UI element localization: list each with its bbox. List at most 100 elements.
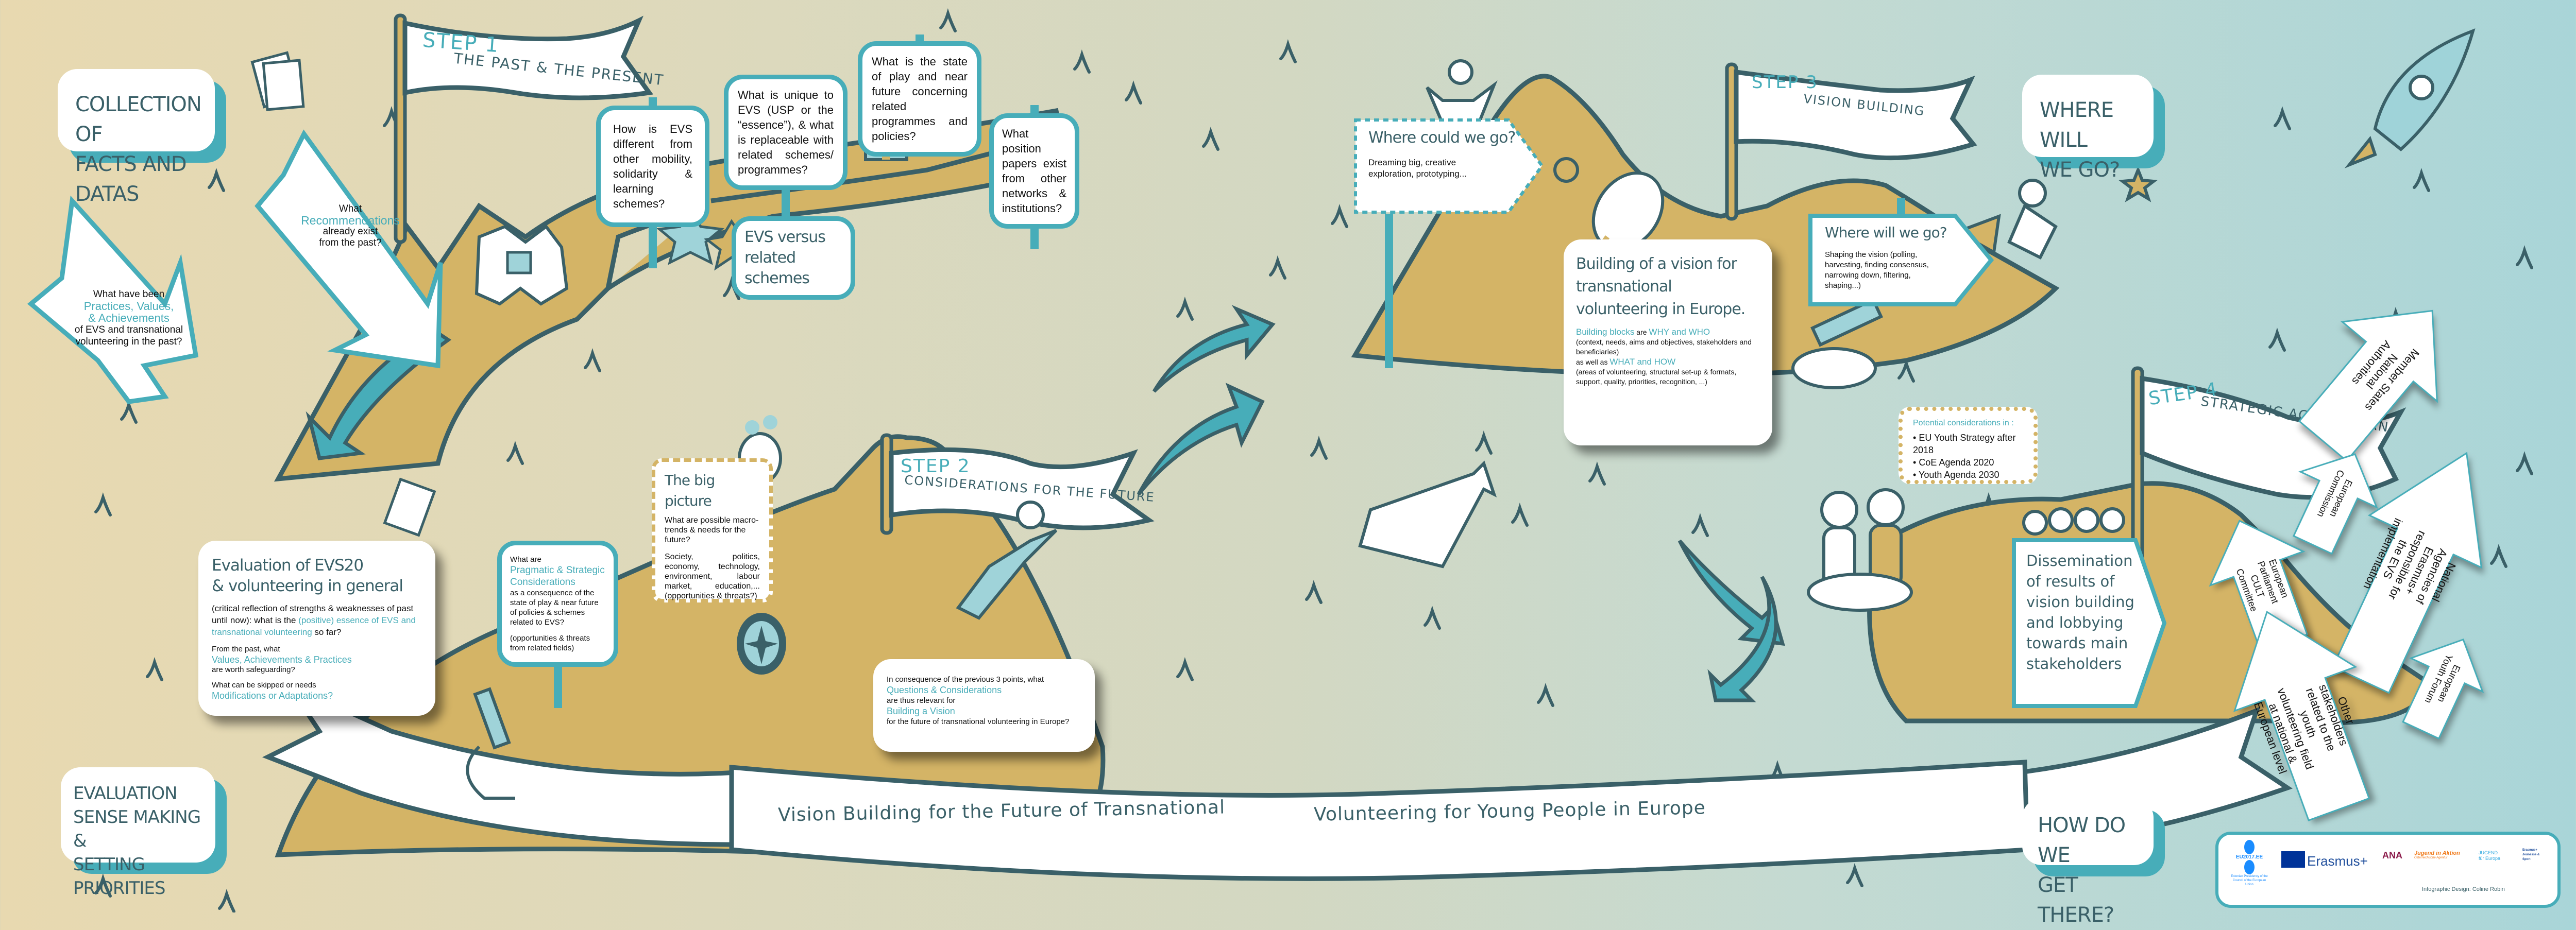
sketch-mark [208,168,225,192]
recommendations-q2: already exist [323,226,378,237]
phase-evaluation-line-3: setting priorities [73,854,165,899]
practices-keyword-1: Practices, Values, [83,300,174,313]
evaluation-p2-a: From the past, what [212,645,280,653]
eu2017-text: EU2017.EE [2235,854,2263,860]
consequence-card: In consequence of the previous 3 points,… [873,659,1095,752]
telescope-icon [1791,298,1884,389]
where-will-we-go-sign: Where will we go? Shaping the vision (po… [1808,198,1994,306]
compass-icon [737,613,786,675]
building-blocks-label: Building blocks [1576,327,1635,337]
practices-q3: volunteering in the past? [75,336,182,347]
sign-text: What is the state of play and near futur… [872,55,968,143]
flag-step-2 [889,447,1155,530]
evaluation-p1-keyword: (positive) essence of EVS and transnatio… [212,615,416,637]
consequence-e: for the future of transnational voluntee… [887,717,1070,726]
sketch-mark [1331,204,1348,228]
sketch-mark [939,8,957,32]
recommendations-q3: from the past? [319,237,382,248]
logo-erasmus-plus: Erasmus+ [2307,853,2368,869]
eu2017-dot-icon [2244,840,2255,854]
flag-step-1 [402,15,653,100]
phase-collection-line-2: facts and datas [75,152,187,206]
sketch-mark [218,889,235,912]
sketch-mark [584,348,601,372]
big-picture-list: Society, politics, economy, technology, … [665,553,760,600]
sketch-mark [1305,580,1323,604]
stakeholder-arrow: European Youth Forum [2383,621,2501,749]
potential-considerations-box: Potential considerations in : • EU Youth… [1899,407,2038,484]
sign-post [649,97,657,106]
evaluation-p2-keyword: Values, Achievements & Practices [212,655,352,665]
stakeholder-arrow: European Commission [2273,434,2396,564]
sketch-mark [2490,544,2507,568]
phase-evaluation-line-2: sense making & [73,807,201,851]
potential-title: Potential considerations in : [1913,419,2014,427]
sketch-mark [2516,245,2533,269]
sign-text: What is unique to EVS (USP or the “essen… [738,89,834,176]
where-will-text: Shaping the vision (polling, harvesting,… [1825,250,1929,290]
sketch-mark [1511,503,1529,527]
logo-eu2017: EU2017.EE Estonian Presidency of the Cou… [2229,840,2270,887]
sign-text: How is EVS different from other mobility… [613,123,692,210]
sketch-mark [1846,863,1863,887]
sign-text: What position papers exist from other ne… [1002,127,1066,215]
evaluation-p1-a: (critical reflection of strengths & weak… [212,604,414,625]
sign-post [1030,105,1039,113]
curved-arrow-up-right-2 [1137,383,1265,496]
sign-evs-different: How is EVS different from other mobility… [596,97,709,268]
rocket-icon [2344,28,2476,169]
jugend-aktion-sub: Österreichische Agentur [2414,856,2448,859]
sign-post [1030,229,1039,249]
where-will-title: Where will we go? [1825,224,1947,241]
phase-how-line-1: How do we [2038,814,2126,867]
sketch-mark [120,400,138,424]
up-arrow-shape [2203,586,2403,835]
evs-versus-line-2: related schemes [744,249,810,287]
two-people-icon [1807,488,1913,612]
flying-hero-icon [956,501,1058,620]
sketch-mark [146,657,163,681]
treasure-map-icon [474,224,569,306]
logo-jugend-in-aktion: Jugend in Aktion Österreichische Agentur [2414,850,2460,859]
sketch-mark [1691,513,1709,537]
sketch-mark [1310,436,1328,460]
sign-shape [1354,118,1544,368]
eu2017-dot-icon [2244,860,2255,874]
logo-jugend-fuer-europa: JUGEND für Europa [2479,850,2501,861]
sketch-mark [2268,328,2286,352]
pragmatic-d: (opportunities & threats from related fi… [510,634,590,652]
building-what-how: WHAT and HOW [1609,357,1676,367]
logo-erasmus-jeunesse: Erasmus+ Jeunesse & Sport [2522,849,2540,861]
sketch-mark [1588,461,1606,486]
sketch-mark [94,492,112,516]
sign-post [916,35,924,41]
big-picture-question: What are possible macro-trends & needs f… [665,516,759,544]
logo-ana: ANA [2382,850,2402,860]
sketch-mark [1423,606,1441,630]
sign-post [553,667,562,708]
sketch-mark [1897,358,1915,383]
big-picture-card: The big picture What are possible macro-… [652,458,773,602]
practices-keyword-2: & Achievements [88,312,170,324]
step-2-label: STEP 2 [901,456,971,477]
stakeholder-arrow: Member States National Authorities [2272,267,2483,484]
curved-arrow-down-right-1 [1677,539,1785,646]
phase-where-will-we-go: Where will we go? [2022,75,2154,182]
dissemination-text: Dissemination of results of vision build… [2026,552,2134,673]
sketch-mark [2274,106,2291,130]
sketch-mark [2413,168,2430,192]
up-arrow-shape [2273,434,2396,564]
recommendations-arrow: What Recommendations already exist from … [255,129,453,369]
people-group-icon [2022,507,2125,536]
potential-item: • CoE Agenda 2020 [1913,457,1994,468]
evaluation-p1-c: so far? [312,627,342,637]
sketch-mark [1176,657,1194,681]
eu2017-caption: Estonian Presidency of the Council of th… [2231,875,2268,886]
sketch-mark [1269,255,1286,280]
evaluation-title-1: Evaluation of EVS20 [212,556,364,575]
potential-item: • EU Youth Strategy after 2018 [1913,433,2016,455]
sketch-mark [2516,451,2533,475]
step-3-label: STEP 3 [1752,72,1818,93]
partner-logos-panel: EU2017.EE Estonian Presidency of the Cou… [2215,832,2561,908]
potential-item-text: EU Youth Strategy after 2018 [1913,433,2016,455]
